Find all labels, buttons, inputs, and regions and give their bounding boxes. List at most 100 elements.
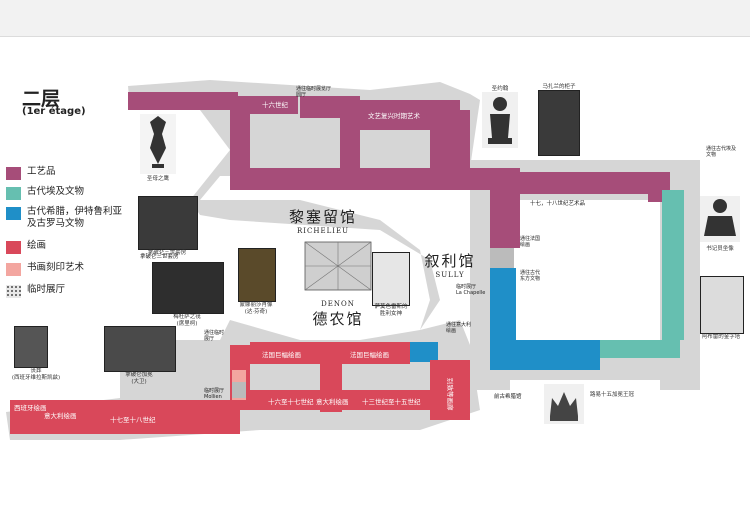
room-richelieu-south-2 — [370, 168, 500, 190]
artwork-seated-scribe[interactable] — [700, 196, 740, 242]
wing-richelieu-fr: RICHELIEU — [296, 227, 350, 235]
note-n1: 通往临时展览厅 圆厅 — [296, 86, 332, 98]
floor-title: 二层 — [22, 88, 61, 110]
caption-a9: 书记员坐像 — [706, 246, 734, 252]
artwork-pyramid-relief[interactable] — [700, 276, 744, 334]
legend-item-decorative-arts: 工艺品 — [6, 166, 56, 180]
room-label-r12: 别致等画廊 — [446, 378, 455, 411]
note-n7: 临时展厅 Mollien — [204, 388, 225, 400]
scribe-icon — [704, 199, 736, 236]
legend-label: 书画刻印艺术 — [27, 262, 85, 273]
legend-swatch — [6, 285, 21, 298]
room-label-r2: 文艺复兴时期艺术 — [368, 111, 421, 120]
room-label-r1: 十六世纪 — [262, 100, 289, 109]
room-label-r9: 十七至十八世纪 — [110, 415, 156, 424]
wing-denon-fr: DENON — [321, 300, 355, 308]
note-n3: 通往古代 东方文物 — [520, 270, 541, 282]
note-n6: 通往古代埃及 文物 — [706, 146, 737, 158]
room-painting-french-1 — [250, 342, 320, 364]
room-richelieu-north-2 — [238, 96, 298, 114]
room-richelieu-south — [230, 168, 370, 190]
legend-item-temporary: 临时展厅 — [6, 284, 65, 298]
artwork-raft-of-medusa[interactable] — [152, 262, 224, 314]
wing-denon: DENON 德农馆 — [296, 300, 380, 329]
room-greek-south — [490, 340, 600, 370]
room-richelieu-west — [230, 110, 250, 180]
note-n4: 通往意大利 绘画 — [446, 322, 472, 334]
room-painting-east — [430, 360, 470, 420]
room-label-r11: 西班牙绘画 — [14, 403, 47, 412]
legend-item-egyptian: 古代埃及文物 — [6, 186, 84, 200]
artwork-st-john[interactable] — [482, 92, 518, 148]
room-greek-west — [490, 268, 516, 348]
room-label-r5: 法国巨幅绘画 — [350, 350, 389, 359]
room-egyptian-south — [600, 340, 680, 358]
room-sully-north-art — [510, 172, 660, 194]
room-richelieu-mid — [340, 110, 360, 180]
room-label-r7: 意大利绘画 — [316, 397, 349, 406]
crown-icon — [550, 392, 578, 421]
note-n8: 通往临时 展厅 — [204, 330, 225, 342]
artwork-coronation[interactable] — [104, 326, 176, 372]
room-grand-gallery-west — [10, 400, 240, 434]
caption-a7: 丧葬 (西班牙维拉斯凯兹) — [11, 368, 61, 381]
floor-subtitle: (1er étage) — [22, 106, 86, 117]
legend-item-drawings: 书画刻印艺术 — [6, 262, 84, 276]
legend-swatch — [6, 167, 21, 180]
room-painting-french-2 — [340, 342, 410, 364]
legend-label: 古代希腊，伊特鲁利亚及古罗马文物 — [27, 206, 123, 229]
wing-richelieu-cn: 黎塞留馆 — [288, 208, 357, 226]
legend-label: 绘画 — [27, 240, 47, 251]
caption-a11: 马扎兰的柜子 — [542, 84, 576, 90]
artwork-crown[interactable] — [544, 384, 584, 424]
legend-swatch — [6, 241, 21, 254]
room-label-r13: 前古希腊馆 — [494, 392, 522, 400]
room-label-r10: 意大利绘画 — [44, 411, 77, 420]
legend-swatch — [6, 187, 21, 200]
caption-a12: 阿布雷的金字塔 — [701, 334, 741, 340]
artwork-winged-victory[interactable] — [372, 252, 410, 306]
note-n2: 通往法国 绘画 — [520, 236, 541, 248]
caption-a8: 圣约翰 — [491, 86, 509, 92]
legend-label: 工艺品 — [27, 166, 56, 177]
caption-a10: 路易十五加冕王冠 — [589, 392, 634, 398]
artwork-funeral[interactable] — [14, 326, 48, 368]
legend-swatch — [6, 263, 21, 276]
wing-richelieu: 黎塞留馆 RICHELIEU — [268, 206, 378, 235]
room-temp-mollien — [232, 382, 246, 398]
room-egyptian-east — [662, 190, 684, 340]
statue-icon — [488, 97, 512, 144]
caption-a1: 圣母之鹰 — [146, 176, 169, 182]
pyramid-grid — [304, 241, 372, 291]
eagle-vase-icon — [150, 116, 166, 168]
wing-denon-cn: 德农馆 — [312, 310, 364, 328]
room-label-r6: 十六至十七世纪 — [268, 397, 314, 406]
caption-a6: 拿破仑加冕 (大卫) — [125, 372, 153, 385]
room-label-r14: 拿破仑三世套房 — [140, 252, 179, 260]
room-greek-link — [408, 342, 438, 362]
legend-label: 古代埃及文物 — [27, 186, 85, 197]
room-label-r3: 十七，十八世纪艺术品 — [530, 199, 586, 207]
room-richelieu-north — [128, 92, 238, 110]
caption-a5: 萨莫色雷斯的 胜利女神 — [374, 304, 408, 317]
room-label-r8: 十三世纪至十五世纪 — [362, 397, 421, 406]
legend-item-paintings: 绘画 — [6, 240, 46, 254]
caption-a3: 梅杜萨之筏 (席里柯) — [173, 314, 201, 327]
wing-sully-fr: SULLY — [435, 271, 465, 279]
artwork-mazarin-cabinet[interactable] — [538, 90, 580, 156]
room-temp-chapelle — [490, 248, 514, 268]
legend-swatch — [6, 207, 21, 220]
room-grand-gallery-east — [230, 390, 430, 410]
legend-item-greek: 古代希腊，伊特鲁利亚及古罗马文物 — [6, 206, 124, 230]
artwork-mona-lisa[interactable] — [238, 248, 276, 302]
room-label-r4: 法国巨幅绘画 — [262, 350, 301, 359]
caption-a2: 拿破仑三世套房 — [147, 250, 187, 256]
wing-sully: 叙利馆 SULLY — [410, 250, 490, 279]
artwork-napoleon-apartments[interactable] — [138, 196, 198, 250]
legend-label: 临时展厅 — [27, 284, 66, 295]
wing-sully-cn: 叙利馆 — [424, 252, 476, 270]
artwork-eagle-vase[interactable] — [140, 114, 176, 174]
